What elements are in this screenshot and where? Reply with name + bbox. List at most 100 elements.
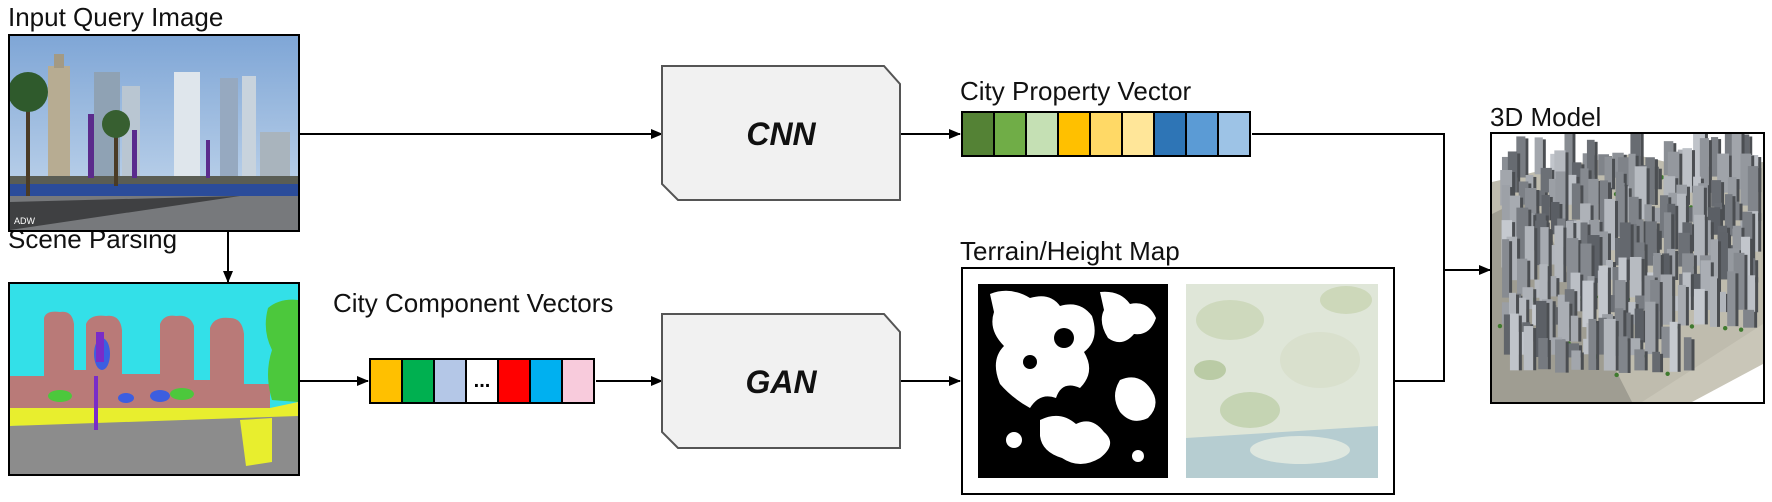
building-block	[1645, 221, 1657, 266]
building-block	[1535, 300, 1547, 357]
building-side	[1735, 273, 1739, 327]
building-block	[1747, 166, 1759, 222]
building-block	[1516, 258, 1528, 295]
building-block	[1682, 148, 1692, 193]
building-side	[1615, 320, 1619, 371]
building-block	[1694, 214, 1705, 266]
building-block	[1709, 276, 1717, 327]
building-block	[1604, 198, 1615, 251]
building-side	[1660, 353, 1664, 373]
building-side	[1630, 314, 1634, 342]
building-side	[1565, 341, 1569, 373]
building-block	[1582, 280, 1594, 328]
building-block	[1660, 274, 1673, 325]
building-side	[1533, 176, 1537, 191]
building-side	[1675, 250, 1679, 280]
building-side	[1704, 290, 1708, 325]
building-side	[1675, 205, 1679, 250]
segmentation-map	[10, 284, 298, 474]
building-block	[1717, 291, 1727, 313]
watermark-text: ADW	[14, 216, 36, 226]
building-side	[1565, 173, 1569, 223]
terrain-height-map-label: Terrain/Height Map	[960, 236, 1180, 266]
building-block	[1571, 183, 1581, 220]
building-side	[1624, 184, 1628, 237]
building-block	[1524, 226, 1535, 280]
building-side	[1599, 237, 1603, 283]
building-block	[1667, 151, 1680, 191]
building-side	[1690, 274, 1694, 310]
building-block	[1554, 150, 1566, 190]
gan-label: GAN	[745, 364, 817, 400]
building-block	[1615, 182, 1625, 237]
building-block	[1612, 152, 1624, 178]
building-side	[1708, 140, 1712, 193]
component-vector-ellipsis: ...	[474, 370, 491, 392]
building-side	[1651, 206, 1655, 236]
building-side	[1607, 233, 1611, 266]
property-vector-cell	[1025, 111, 1059, 157]
building-block	[1501, 185, 1511, 236]
tree-dot	[1497, 323, 1503, 329]
building-side	[1685, 195, 1689, 237]
building-block	[1502, 239, 1510, 298]
building-side	[1685, 286, 1689, 326]
component-vector-cell	[529, 358, 563, 404]
building-block	[1586, 139, 1595, 191]
building-block	[1555, 171, 1566, 223]
building-block	[1733, 252, 1745, 310]
building-block	[1571, 162, 1582, 190]
building-block	[1580, 203, 1591, 238]
building-block	[1614, 280, 1626, 327]
component-vector-cell	[497, 358, 531, 404]
building-block	[1682, 253, 1694, 280]
component-vector-cell	[561, 358, 595, 404]
building-block	[1580, 243, 1592, 298]
building-block	[1603, 318, 1616, 371]
building-block	[1507, 151, 1518, 193]
building-block	[1541, 194, 1550, 221]
cnn-block: CNN	[661, 65, 901, 201]
building-side	[1527, 260, 1531, 295]
building-block	[1589, 219, 1600, 250]
building-block	[1644, 204, 1652, 236]
building-block	[1598, 265, 1608, 325]
terrain-height-map-box	[961, 267, 1395, 495]
building-side	[1656, 223, 1660, 266]
building-block	[1683, 337, 1692, 371]
building-side	[1552, 301, 1556, 342]
model-3d-image	[1490, 132, 1765, 404]
building-side	[1677, 323, 1681, 372]
building-side	[1509, 241, 1513, 298]
building-side	[1638, 198, 1642, 238]
building-side	[1732, 196, 1736, 237]
building-side	[1536, 190, 1540, 223]
building-block	[1573, 220, 1583, 250]
building-side	[1658, 168, 1662, 190]
building-side	[1625, 282, 1629, 327]
building-block	[1699, 138, 1709, 193]
component-vector-cell	[433, 358, 467, 404]
building-side	[1655, 303, 1659, 355]
building-side	[1525, 138, 1529, 178]
building-block	[1693, 288, 1705, 325]
building-side	[1722, 204, 1726, 221]
building-block	[1522, 287, 1534, 310]
building-side	[1594, 141, 1598, 191]
street-photo: ADW	[10, 36, 298, 230]
building-side	[1596, 320, 1600, 370]
building-block	[1661, 326, 1672, 358]
building-block	[1731, 134, 1742, 190]
scene-parsing-image	[8, 282, 300, 476]
building-block	[1717, 232, 1729, 280]
building-block	[1516, 207, 1529, 267]
building-side	[1644, 244, 1648, 282]
building-side	[1580, 352, 1584, 370]
building-block	[1711, 180, 1722, 207]
building-side	[1707, 185, 1711, 221]
building-side	[1580, 274, 1584, 312]
building-block	[1634, 308, 1644, 343]
building-block	[1525, 174, 1534, 191]
building-block	[1557, 301, 1570, 342]
building-block	[1669, 295, 1682, 311]
